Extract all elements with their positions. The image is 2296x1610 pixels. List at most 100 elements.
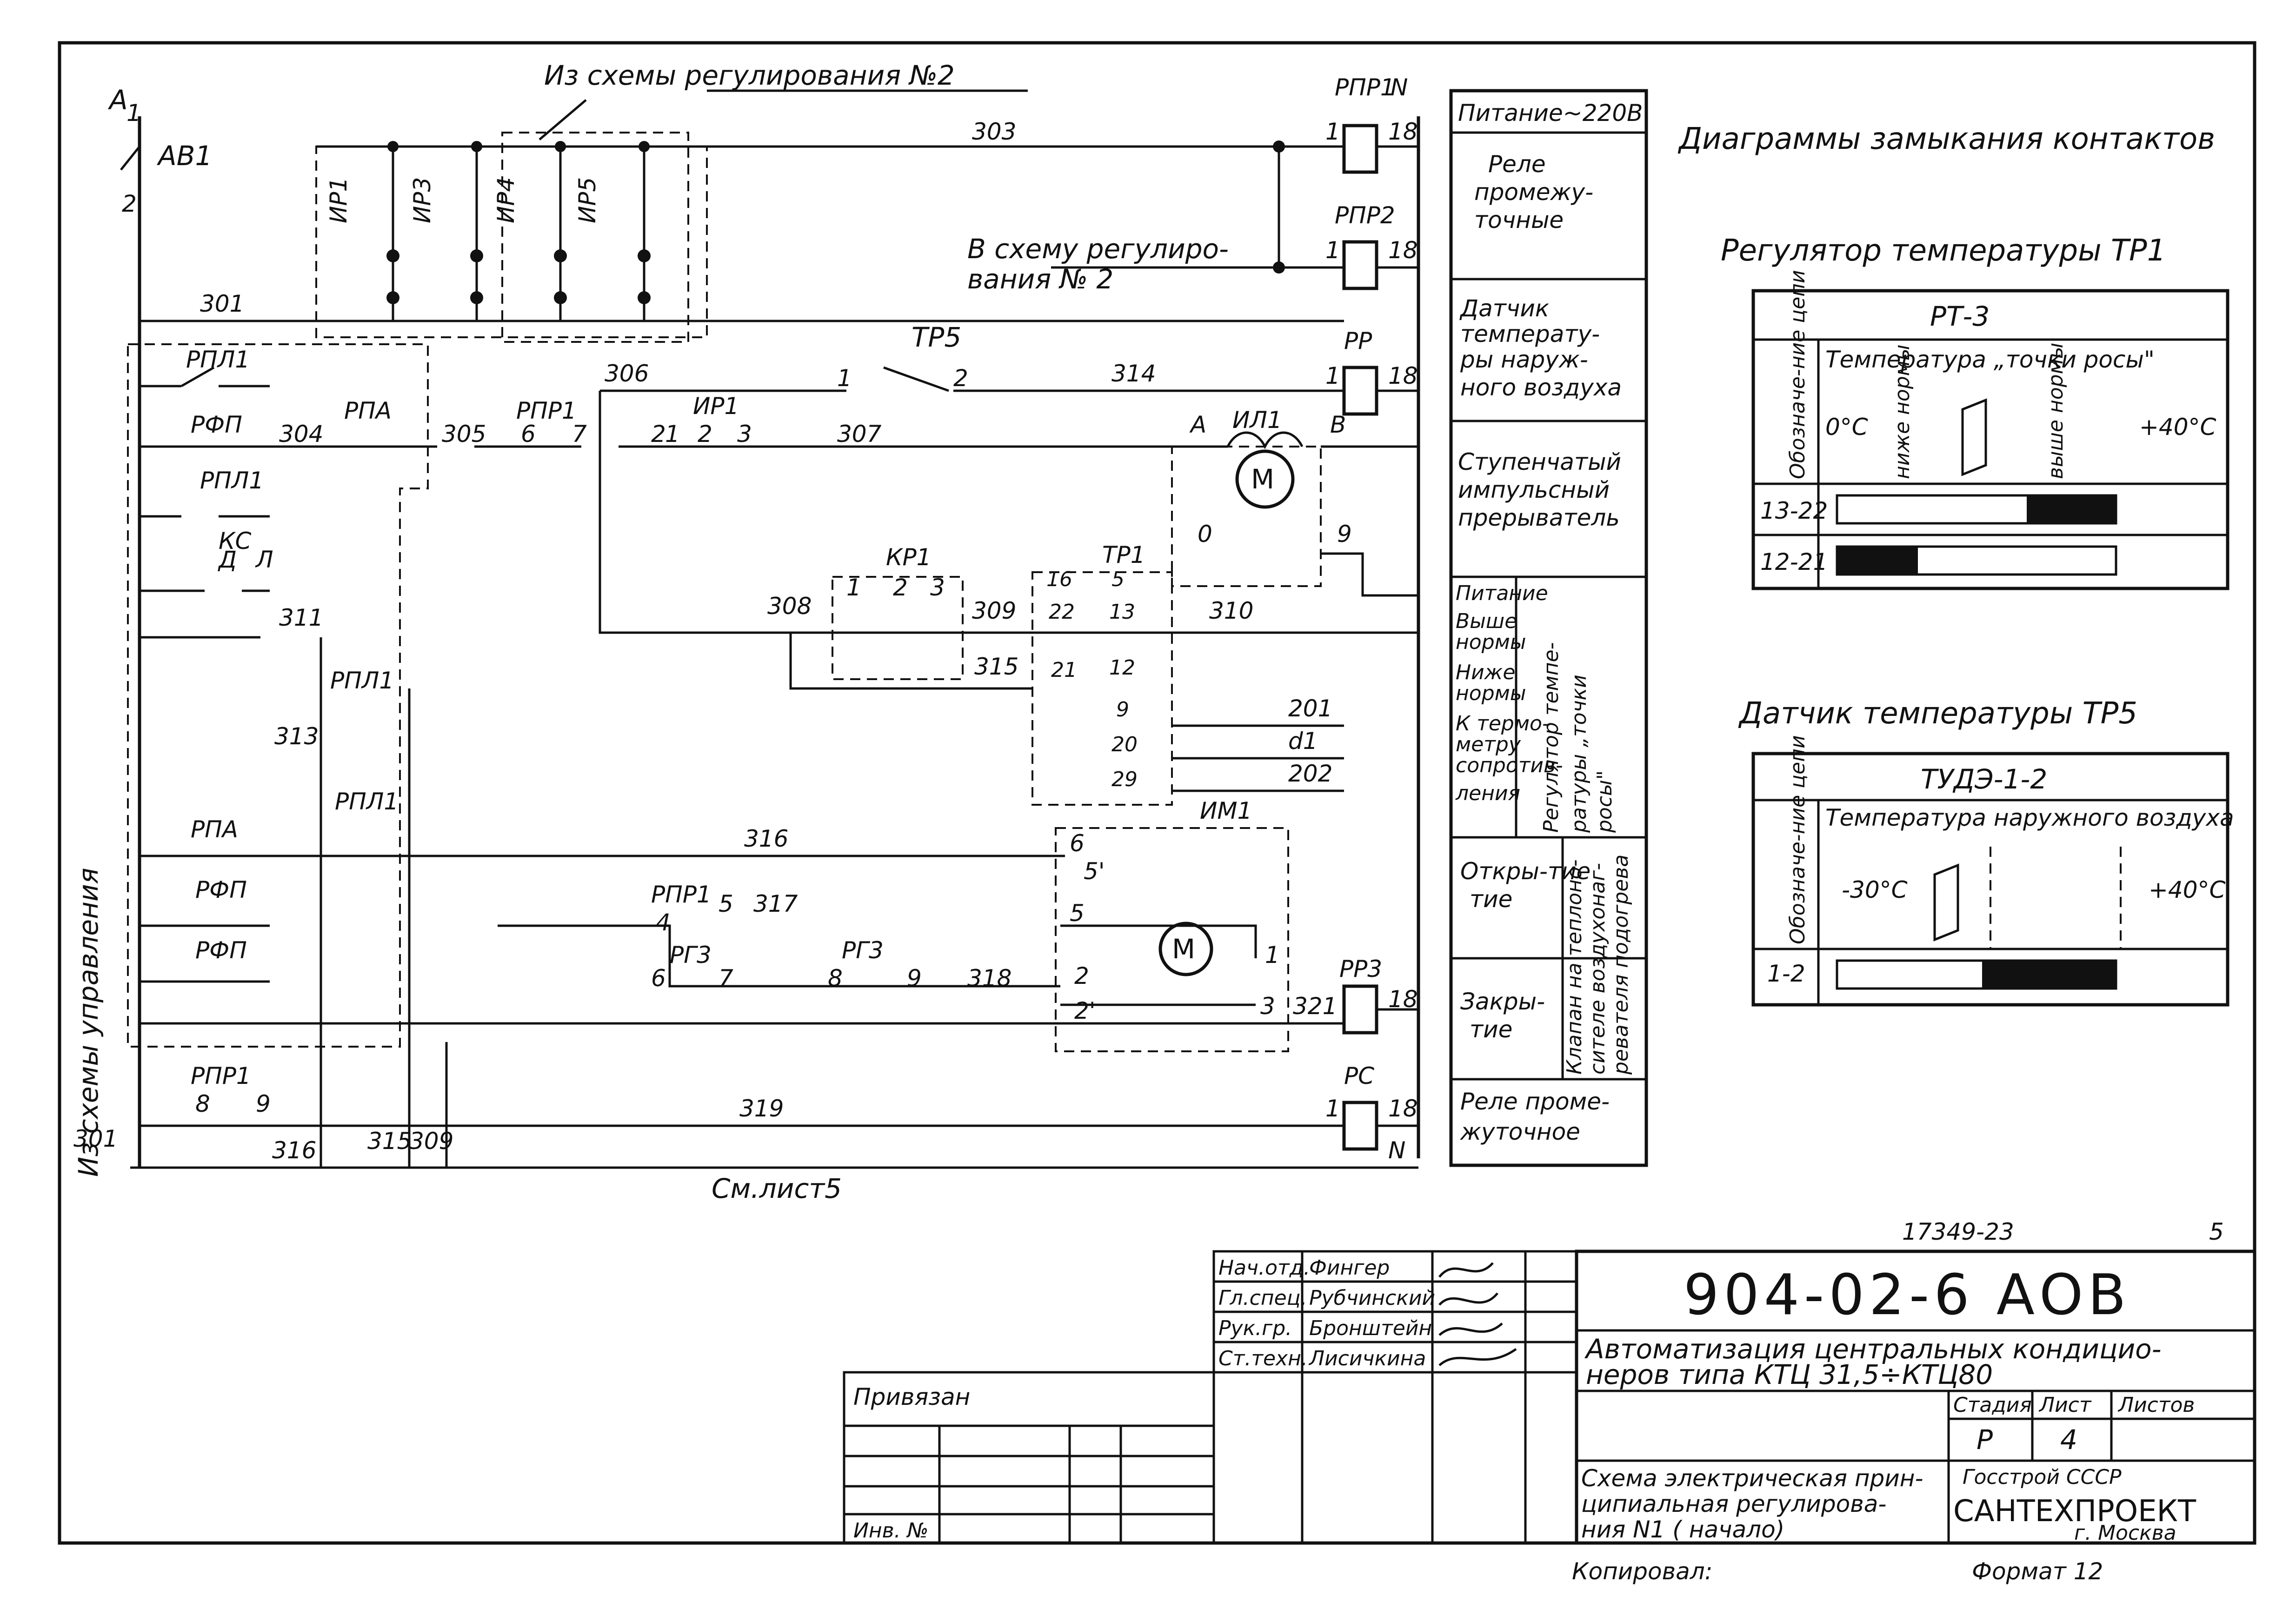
relay-rpr1: РПР1 1 18 N — [1325, 74, 1418, 174]
svg-text:316: 316 — [272, 1137, 316, 1164]
svg-text:20: 20 — [1111, 733, 1138, 756]
svg-text:ревателя подогрева: ревателя подогрева — [1609, 855, 1633, 1075]
svg-text:САНТЕХПРОЕКТ: САНТЕХПРОЕКТ — [1953, 1494, 2196, 1529]
svg-text:промежу-: промежу- — [1474, 179, 1593, 206]
svg-text:сопротив-: сопротив- — [1456, 754, 1563, 777]
svg-text:6: 6 — [651, 965, 666, 992]
svg-text:1-2: 1-2 — [1767, 960, 1805, 987]
node-a: А — [107, 84, 128, 116]
svg-text:0°С: 0°С — [1825, 414, 1868, 441]
svg-text:ципиальная регулирова-: ципиальная регулирова- — [1581, 1490, 1886, 1517]
svg-text:РФП: РФП — [195, 876, 247, 903]
svg-text:317: 317 — [753, 890, 798, 917]
svg-text:РПЛ1: РПЛ1 — [200, 467, 264, 494]
tr5-title: Датчик температуры ТР5 — [1738, 696, 2137, 731]
relay-rs: РС 1 18 N — [1325, 1062, 1418, 1164]
svg-text:Листов: Листов — [2117, 1393, 2195, 1417]
relay-rr3: РР3 18 — [1339, 955, 1418, 1035]
svg-text:ИР3: ИР3 — [409, 177, 436, 223]
svg-text:РПА: РПА — [191, 816, 238, 843]
svg-text:319: 319 — [739, 1095, 784, 1122]
svg-text:РПР1: РПР1 — [516, 397, 577, 424]
svg-text:316: 316 — [744, 825, 788, 852]
svg-text:ниже нормы: ниже нормы — [1890, 344, 1914, 479]
svg-text:9: 9 — [1337, 521, 1352, 548]
relay-rpr2: РПР2 1 18 — [1325, 202, 1418, 290]
ir-block: ИР1 ИР3 ИР4 ИР5 — [325, 141, 651, 321]
svg-text:2: 2 — [651, 421, 666, 448]
svg-text:3: 3 — [737, 421, 752, 448]
svg-text:ного воздуха: ного воздуха — [1460, 374, 1622, 401]
svg-text:+40°С: +40°С — [2149, 876, 2226, 903]
tr1-block: ТР1 16 22 5 13 21 12 9 20 29 — [1032, 541, 1173, 806]
kr1-block: КР1 1 2 3 — [832, 544, 964, 680]
sheet-code: 17349-23 — [1902, 1218, 2014, 1245]
svg-text:306: 306 — [605, 360, 649, 387]
svg-text:Датчик: Датчик — [1459, 295, 1549, 322]
svg-text:Лист: Лист — [2038, 1393, 2092, 1417]
svg-text:4: 4 — [2060, 1424, 2077, 1456]
top-note: Из схемы регулирования №2 — [544, 60, 955, 91]
svg-text:308: 308 — [767, 593, 812, 620]
svg-text:1: 1 — [1265, 942, 1280, 969]
svg-text:Реле: Реле — [1488, 151, 1546, 178]
svg-text:неров типа КТЦ 31,5÷КТЦ80: неров типа КТЦ 31,5÷КТЦ80 — [1586, 1359, 1993, 1390]
svg-text:РПА: РПА — [344, 397, 392, 424]
svg-text:1: 1 — [1325, 362, 1340, 389]
svg-text:Реле проме-: Реле проме- — [1460, 1088, 1610, 1115]
svg-text:РПЛ1: РПЛ1 — [186, 346, 250, 373]
svg-text:303: 303 — [972, 118, 1016, 145]
svg-text:3: 3 — [930, 574, 945, 601]
svg-text:Р: Р — [1977, 1424, 1993, 1456]
svg-text:Лисичкина: Лисичкина — [1308, 1347, 1426, 1370]
svg-text:Клапан на теплоно-: Клапан на теплоно- — [1563, 859, 1586, 1075]
svg-text:Ступенчатый: Ступенчатый — [1458, 448, 1621, 475]
svg-text:29: 29 — [1111, 768, 1138, 791]
svg-text:тие: тие — [1470, 886, 1512, 913]
svg-text:РФП: РФП — [191, 411, 242, 438]
svg-text:1: 1 — [846, 574, 861, 601]
contact-diagrams-title: Диаграммы замыкания контактов — [1677, 122, 2215, 156]
svg-text:2': 2' — [1074, 997, 1096, 1024]
svg-text:РГ3: РГ3 — [670, 942, 712, 969]
svg-text:Инв. №: Инв. № — [853, 1519, 928, 1543]
svg-text:точные: точные — [1474, 207, 1564, 234]
svg-text:N: N — [1388, 1137, 1405, 1164]
svg-text:Рук.гр.: Рук.гр. — [1218, 1316, 1292, 1340]
svg-text:РПР1: РПР1 — [1335, 74, 1395, 101]
relay-rr: РР 1 18 — [1325, 327, 1418, 416]
svg-text:В: В — [1330, 411, 1346, 438]
svg-text:305: 305 — [442, 421, 486, 448]
svg-text:температу-: температу- — [1460, 321, 1600, 347]
svg-text:импульсный: импульсный — [1458, 476, 1610, 503]
svg-text:Температура наружного воздуха: Температура наружного воздуха — [1825, 804, 2234, 831]
svg-text:ИР1: ИР1 — [325, 177, 352, 223]
svg-text:9: 9 — [256, 1090, 271, 1117]
svg-text:Бронштейн: Бронштейн — [1309, 1316, 1432, 1340]
title-block: 17349-23 5 Нач.отд. Фингер Гл.спец. Рубч… — [843, 1218, 2256, 1585]
svg-text:18: 18 — [1388, 118, 1418, 145]
svg-text:ТУДЭ-1-2: ТУДЭ-1-2 — [1921, 763, 2047, 795]
legend-column: Питание~220В Реле промежу- точные Датчик… — [1449, 89, 1648, 1167]
svg-text:3: 3 — [1260, 993, 1275, 1020]
svg-text:ИМ1: ИМ1 — [1200, 797, 1252, 824]
tr1-row0-fill — [2027, 495, 2116, 523]
svg-text:тие: тие — [1470, 1016, 1512, 1043]
svg-text:ния N1 ( начало): ния N1 ( начало) — [1581, 1516, 1784, 1543]
svg-text:РР: РР — [1344, 327, 1372, 354]
svg-text:-30°С: -30°С — [1842, 876, 1908, 903]
svg-text:21: 21 — [1051, 658, 1077, 682]
svg-text:9: 9 — [1116, 698, 1129, 721]
svg-text:Фингер: Фингер — [1309, 1256, 1390, 1280]
svg-text:ИЛ1: ИЛ1 — [1232, 407, 1282, 434]
svg-text:18: 18 — [1388, 362, 1418, 389]
svg-text:1: 1 — [665, 421, 680, 448]
svg-text:2: 2 — [122, 190, 137, 217]
svg-text:301: 301 — [200, 290, 244, 317]
svg-text:РГ3: РГ3 — [842, 937, 884, 964]
svg-text:1: 1 — [1325, 237, 1340, 264]
svg-text:5': 5' — [1084, 858, 1105, 885]
svg-text:РПЛ1: РПЛ1 — [335, 788, 399, 815]
svg-text:РТ-3: РТ-3 — [1930, 301, 1990, 332]
